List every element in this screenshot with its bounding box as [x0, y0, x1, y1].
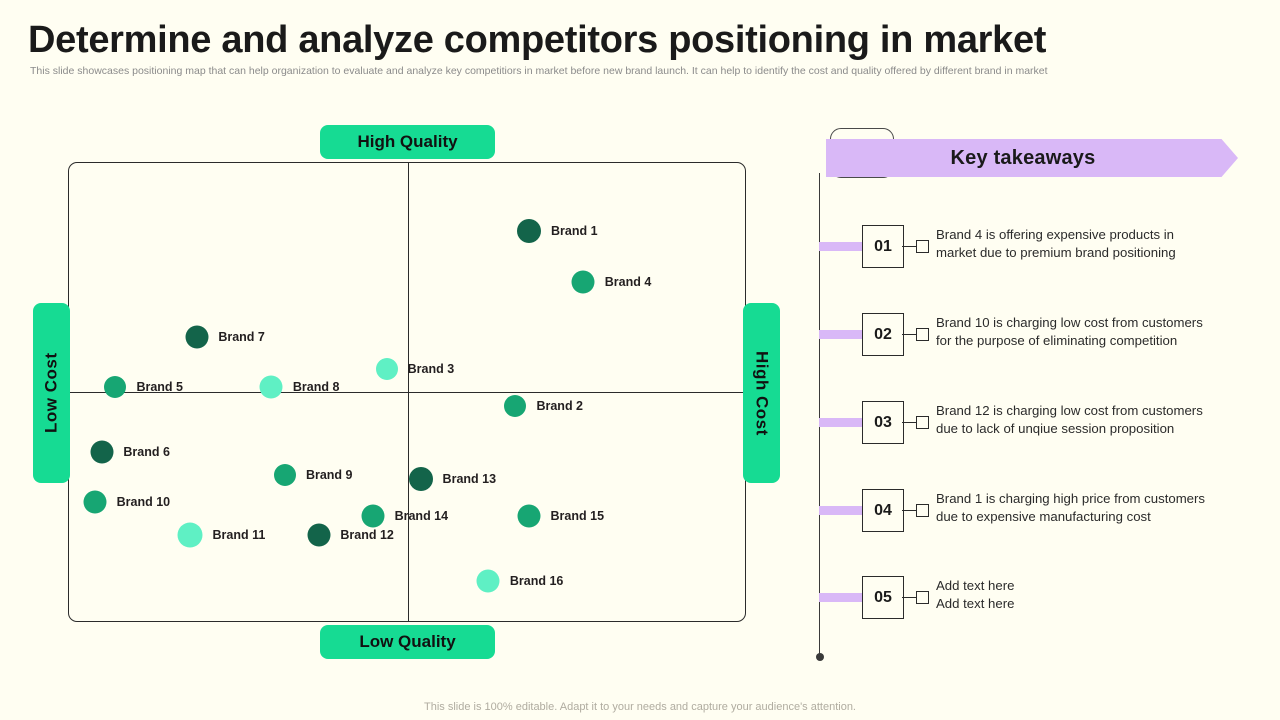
takeaway-text-line1: Brand 10 is charging low cost from custo…: [936, 315, 1203, 330]
takeaway-number: 01: [862, 225, 904, 268]
axis-label-low-cost: Low Cost: [33, 303, 70, 483]
data-point-label: Brand 7: [218, 329, 265, 344]
takeaway-text: Brand 10 is charging low cost from custo…: [936, 314, 1248, 350]
takeaway-square-marker: [916, 416, 929, 429]
takeaway-text-line1: Add text here: [936, 578, 1015, 593]
data-point-label: Brand 2: [536, 398, 584, 413]
takeaway-text-line2: Add text here: [936, 596, 1015, 611]
data-point-dot[interactable]: [571, 270, 595, 294]
data-point-dot[interactable]: [259, 375, 283, 399]
takeaway-number: 04: [862, 489, 904, 532]
axis-label-high-quality: High Quality: [320, 125, 495, 159]
key-takeaways-banner: Key takeaways: [826, 139, 1238, 177]
data-point-label: Brand 1: [551, 224, 598, 238]
takeaway-text: Brand 4 is offering expensive products i…: [936, 226, 1248, 262]
footer-note: This slide is 100% editable. Adapt it to…: [424, 701, 856, 713]
key-takeaways-panel: Key takeaways 01 Brand 4 is offering expe…: [812, 125, 1252, 670]
key-takeaway-item[interactable]: 03 Brand 12 is charging low cost from cus…: [812, 401, 1252, 462]
data-point-dot[interactable]: [90, 440, 114, 464]
data-point-label: Brand 3: [407, 362, 455, 376]
data-point-dot[interactable]: [185, 325, 209, 349]
takeaway-accent-bar: [819, 418, 871, 427]
data-point-label: Brand 13: [442, 472, 497, 487]
page-subtitle: This slide showcases positioning map tha…: [30, 65, 1048, 77]
takeaway-square-marker: [916, 240, 929, 253]
data-point-dot[interactable]: [517, 504, 541, 528]
takeaway-text-line1: Brand 12 is charging low cost from custo…: [936, 403, 1203, 418]
takeaway-number: 02: [862, 313, 904, 356]
takeaway-square-marker: [916, 591, 929, 604]
key-takeaway-item[interactable]: 02 Brand 10 is charging low cost from cus…: [812, 313, 1252, 374]
data-point-dot[interactable]: [307, 523, 331, 547]
data-point-label: Brand 12: [340, 527, 394, 542]
takeaway-text: Brand 1 is charging high price from cust…: [936, 490, 1248, 526]
takeaway-connector-line: [902, 421, 916, 423]
takeaway-text-line2: due to lack of unqiue session propositio…: [936, 421, 1175, 436]
takeaway-text-line1: Brand 4 is offering expensive products i…: [936, 227, 1175, 242]
takeaway-connector-line: [902, 509, 916, 511]
data-point-dot[interactable]: [408, 467, 433, 492]
data-point-dot[interactable]: [273, 463, 296, 486]
data-point-label: Brand 14: [394, 509, 449, 524]
data-point-label: Brand 5: [136, 380, 183, 395]
takeaway-number: 05: [862, 576, 904, 619]
takeaway-text: Brand 12 is charging low cost from custo…: [936, 402, 1248, 438]
data-point-dot[interactable]: [83, 490, 107, 514]
data-point-label: Brand 9: [305, 467, 353, 482]
data-point-dot[interactable]: [517, 219, 542, 243]
key-takeaway-item[interactable]: 04 Brand 1 is charging high price from cu…: [812, 489, 1252, 550]
takeaway-number: 03: [862, 401, 904, 444]
takeaway-text-line2: for the purpose of eliminating competiti…: [936, 333, 1178, 348]
data-point-dot[interactable]: [177, 522, 203, 548]
data-point-label: Brand 10: [116, 495, 171, 510]
data-point-label: Brand 4: [604, 274, 652, 289]
takeaway-accent-bar: [819, 593, 871, 602]
takeaway-text-line2: market due to premium brand positioning: [936, 245, 1176, 260]
data-point-dot[interactable]: [361, 504, 385, 528]
positioning-matrix: High Quality Low Quality Low Cost High C…: [30, 120, 790, 665]
data-point-dot[interactable]: [375, 358, 398, 380]
takeaway-accent-bar: [819, 330, 871, 339]
takeaway-text-line1: Brand 1 is charging high price from cust…: [936, 491, 1205, 506]
takeaway-square-marker: [916, 328, 929, 341]
data-point-label: Brand 15: [550, 509, 605, 524]
takeaway-accent-bar: [819, 506, 871, 515]
axis-label-high-cost: High Cost: [743, 303, 780, 483]
data-point-dot[interactable]: [504, 394, 527, 417]
data-point-dot[interactable]: [476, 569, 500, 593]
takeaway-text-line2: due to expensive manufacturing cost: [936, 509, 1151, 524]
takeaway-connector-line: [902, 333, 916, 335]
takeaway-connector-line: [902, 245, 916, 247]
key-takeaways-title: Key takeaways: [950, 146, 1096, 169]
timeline-spine: [819, 173, 820, 656]
data-point-label: Brand 6: [123, 444, 170, 459]
matrix-horizontal-axis: [68, 392, 746, 393]
key-takeaway-item[interactable]: 01 Brand 4 is offering expensive products…: [812, 225, 1252, 286]
timeline-end-dot: [815, 653, 824, 661]
takeaway-square-marker: [916, 504, 929, 517]
data-point-dot[interactable]: [104, 376, 127, 399]
page-title: Determine and analyze competitors positi…: [28, 19, 1047, 61]
takeaway-connector-line: [902, 596, 916, 598]
data-point-label: Brand 8: [292, 380, 340, 395]
data-point-label: Brand 11: [212, 527, 266, 542]
data-point-label: Brand 16: [509, 573, 564, 588]
takeaway-accent-bar: [819, 242, 871, 251]
axis-label-low-quality: Low Quality: [320, 625, 495, 659]
